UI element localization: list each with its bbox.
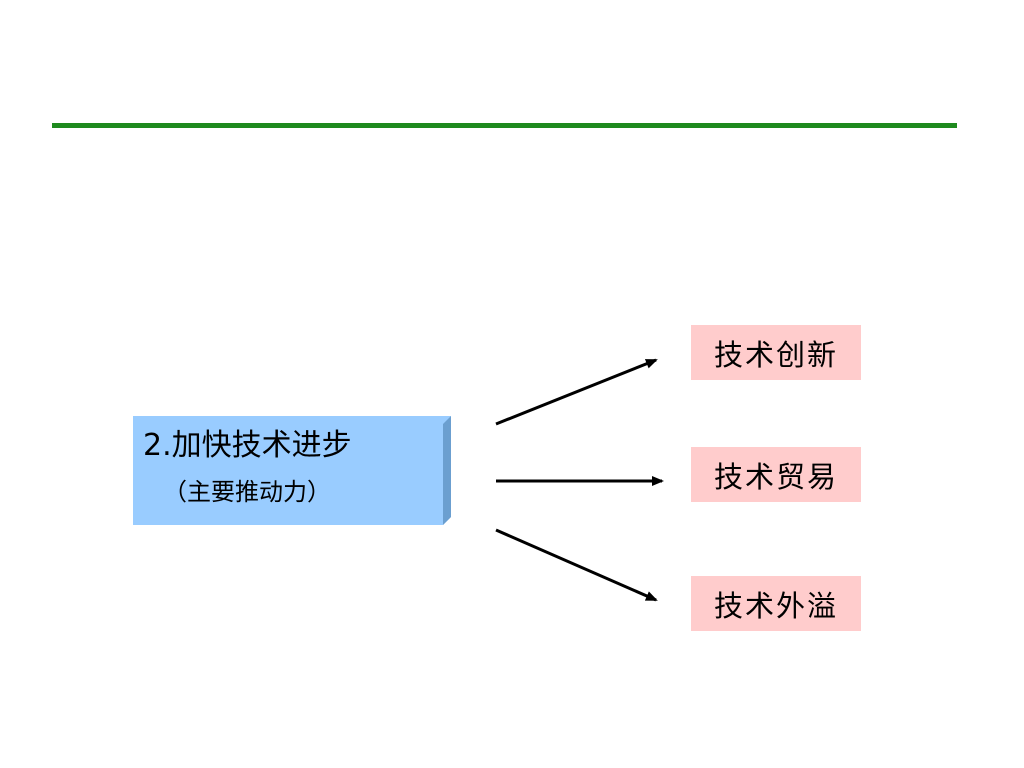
branch-tag-2: 技术贸易 [691, 447, 861, 502]
main-concept-subtitle: （主要推动力） [163, 478, 331, 506]
arrow-to-branch-3 [495, 528, 658, 602]
main-concept-box: 2.加快技术进步 （主要推动力） [133, 416, 451, 525]
branch-tag-3: 技术外溢 [691, 576, 861, 631]
arrow-to-branch-1 [495, 358, 658, 426]
box-bevel-graphic [133, 416, 451, 525]
branch-tag-1: 技术创新 [691, 325, 861, 380]
main-concept-title: 2.加快技术进步 [143, 428, 352, 463]
title-rule [52, 123, 957, 128]
